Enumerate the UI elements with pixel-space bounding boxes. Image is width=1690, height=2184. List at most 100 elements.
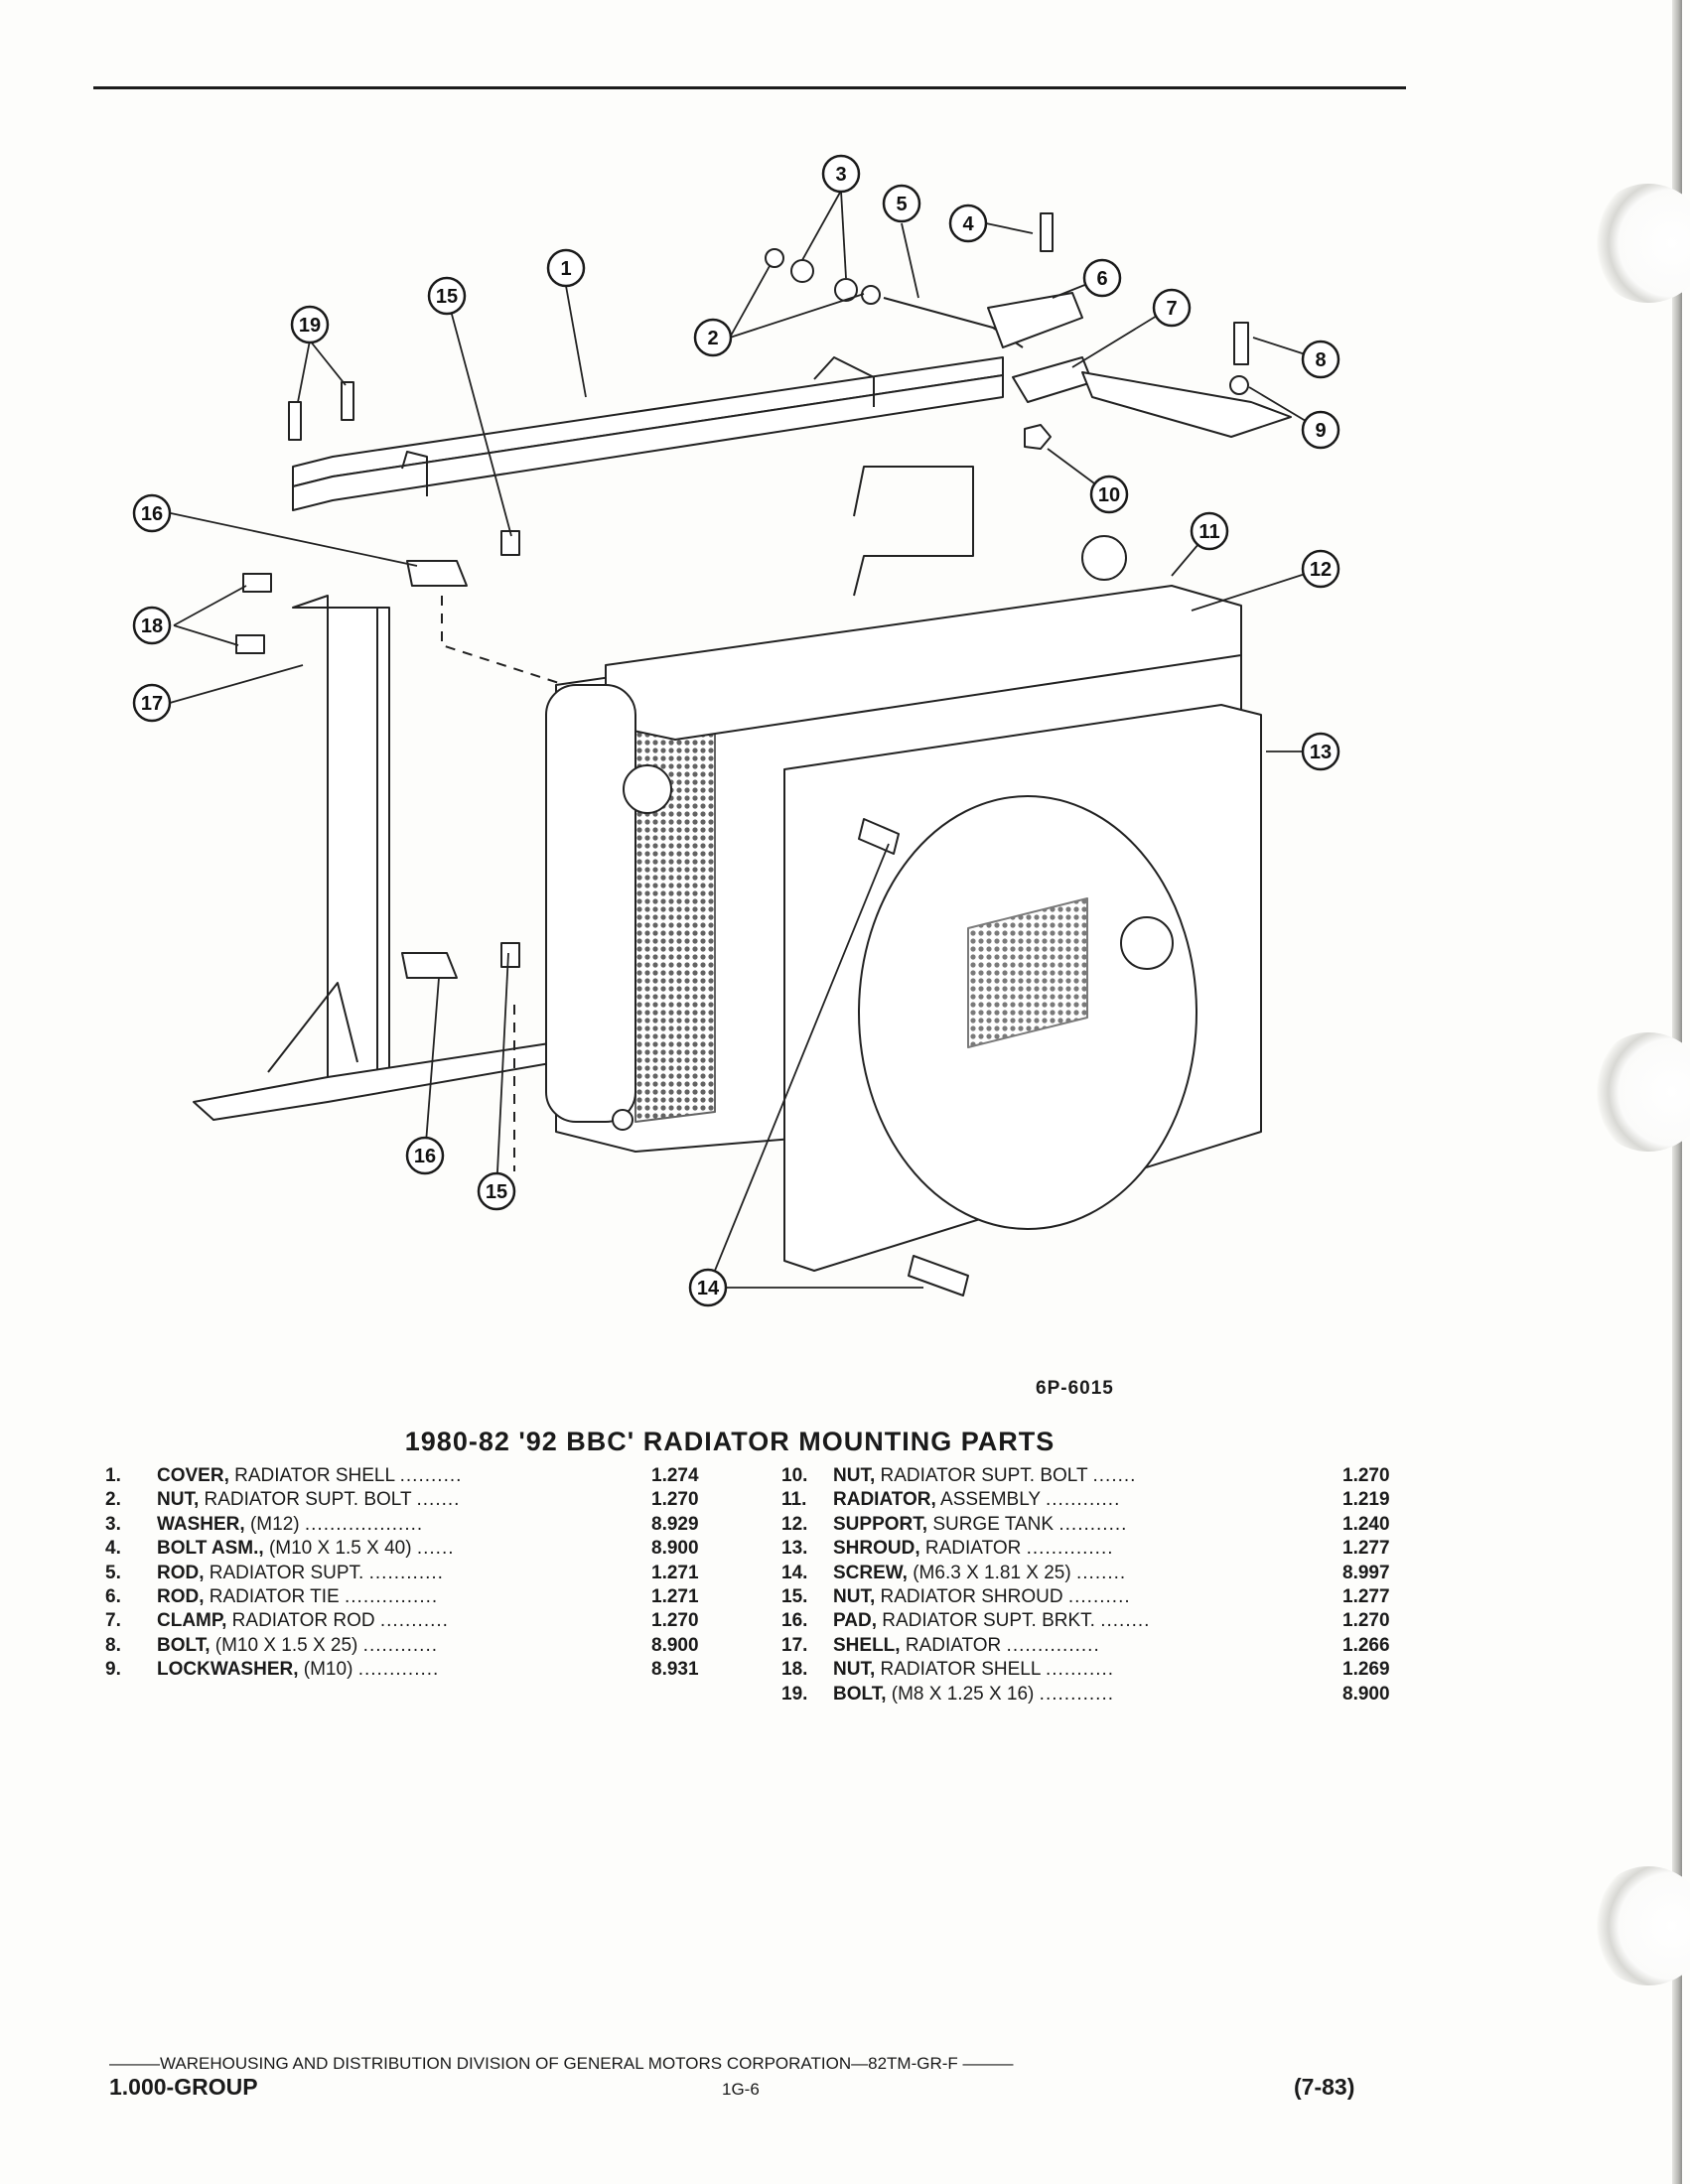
part-number: 13. — [781, 1538, 808, 1560]
part-description: (M8 X 1.25 X 16) — [891, 1683, 1035, 1705]
nut — [765, 248, 784, 268]
part-group-code: 1.269 — [1342, 1659, 1390, 1681]
washer — [790, 259, 814, 283]
part-number: 9. — [105, 1659, 121, 1681]
leader-lines — [169, 190, 1322, 1289]
part-number: 18. — [781, 1659, 808, 1681]
part-description: (M10 X 1.5 X 40) — [268, 1538, 412, 1560]
leader-dots: ................... — [304, 1513, 424, 1535]
shell-nut — [235, 634, 265, 654]
leader-dots: ....... — [1092, 1465, 1137, 1486]
binder-hole-bottom — [1589, 1866, 1690, 1985]
part-name: PAD, — [833, 1610, 877, 1632]
part-group-code: 1.270 — [651, 1610, 699, 1632]
part-number: 5. — [105, 1562, 121, 1583]
part-name: LOCKWASHER, — [157, 1659, 299, 1681]
part-group-code: 1.277 — [1342, 1538, 1390, 1560]
part-description: (M6.3 X 1.81 X 25) — [913, 1562, 1071, 1583]
part-description: RADIATOR — [905, 1634, 1002, 1656]
lockwasher — [1229, 375, 1249, 395]
leader-dots: ........... — [379, 1610, 449, 1632]
part-group-code: 8.900 — [651, 1634, 699, 1656]
callout-8: 8 — [1315, 349, 1326, 371]
support-pad — [406, 560, 468, 587]
callout-5: 5 — [896, 194, 907, 215]
footer-page-number: 1G-6 — [722, 2080, 760, 2099]
part-number: 3. — [105, 1513, 121, 1535]
part-group-code: 1.240 — [1342, 1513, 1390, 1535]
part-number: 6. — [105, 1585, 121, 1607]
part-number: 19. — [781, 1683, 808, 1705]
callout-16-bottom: 16 — [414, 1146, 436, 1167]
callout-15-bottom: 15 — [486, 1181, 507, 1203]
part-description: RADIATOR — [924, 1538, 1022, 1560]
binder-hole-middle — [1589, 1032, 1690, 1152]
support-nut — [1024, 424, 1052, 450]
part-group-code: 8.900 — [651, 1538, 699, 1560]
part-group-code: 8.997 — [1342, 1562, 1390, 1583]
part-group-code: 1.277 — [1342, 1585, 1390, 1607]
footer-group: 1.000-GROUP — [109, 2074, 258, 2100]
fan-opening-mesh — [967, 897, 1088, 1048]
callout-11: 11 — [1198, 521, 1219, 543]
part-group-code: 1.271 — [651, 1562, 699, 1583]
part-description: RADIATOR TIE — [209, 1585, 340, 1607]
radiator-cap — [1081, 535, 1127, 581]
part-group-code: 8.931 — [651, 1659, 699, 1681]
part-description: RADIATOR SUPT. — [209, 1562, 364, 1583]
part-name: NUT, — [157, 1489, 200, 1511]
bolt — [1040, 212, 1054, 252]
part-name: NUT, — [833, 1585, 876, 1607]
part-name: BOLT, — [833, 1683, 887, 1705]
part-name: SHELL, — [833, 1634, 901, 1656]
part-group-code: 8.900 — [1342, 1683, 1390, 1705]
part-number: 1. — [105, 1465, 121, 1486]
callout-4: 4 — [962, 213, 974, 235]
part-description: RADIATOR SUPT. BOLT — [880, 1465, 1088, 1486]
tie-rod-arm — [1081, 371, 1292, 438]
callout-19: 19 — [299, 315, 321, 337]
part-name: BOLT, — [157, 1634, 211, 1656]
part-description: RADIATOR SUPT. BRKT. — [882, 1610, 1095, 1632]
part-number: 10. — [781, 1465, 808, 1486]
radiator-tie-rod — [987, 292, 1083, 348]
callout-15-top: 15 — [436, 286, 458, 308]
nut — [861, 285, 881, 305]
callout-2: 2 — [707, 328, 718, 349]
part-description: RADIATOR ROD — [231, 1610, 375, 1632]
part-number: 15. — [781, 1585, 808, 1607]
radiator-core-mesh — [634, 694, 716, 1123]
part-description: ASSEMBLY — [940, 1489, 1041, 1511]
part-group-code: 1.270 — [1342, 1610, 1390, 1632]
part-name: CLAMP, — [157, 1610, 227, 1632]
part-group-code: 1.266 — [1342, 1634, 1390, 1656]
leader-dots: ........ — [1075, 1562, 1127, 1583]
leader-dots: ............. — [357, 1659, 440, 1681]
part-description: RADIATOR SHROUD — [880, 1585, 1063, 1607]
part-number: 14. — [781, 1562, 808, 1583]
part-group-code: 1.270 — [1342, 1465, 1390, 1486]
callout-9: 9 — [1315, 420, 1326, 442]
callout-1: 1 — [560, 258, 571, 280]
bolt — [1233, 322, 1249, 365]
radiator-exploded-diagram: 1 2 3 4 5 6 7 8 9 10 11 12 13 14 15 15 1… — [132, 154, 1340, 1307]
bolt — [288, 401, 302, 441]
leader-dots: .......... — [1067, 1585, 1131, 1607]
leader-dots: ............ — [1039, 1683, 1115, 1705]
bolt — [341, 381, 354, 421]
part-description: SURGE TANK — [932, 1513, 1055, 1535]
side-tank — [545, 684, 636, 1123]
callout-bubbles — [132, 154, 1340, 1307]
callout-3: 3 — [835, 164, 846, 186]
part-number: 4. — [105, 1538, 121, 1560]
leader-dots: ............ — [368, 1562, 444, 1583]
part-group-code: 1.270 — [651, 1489, 699, 1511]
part-description: (M10) — [303, 1659, 353, 1681]
leader-dots: ............... — [344, 1585, 439, 1607]
part-number: 12. — [781, 1513, 808, 1535]
leader-dots: ........... — [1058, 1513, 1128, 1535]
part-name: ROD, — [157, 1562, 205, 1583]
leader-dots: ............ — [1046, 1489, 1121, 1511]
washer — [834, 278, 858, 302]
callout-10: 10 — [1098, 484, 1120, 506]
